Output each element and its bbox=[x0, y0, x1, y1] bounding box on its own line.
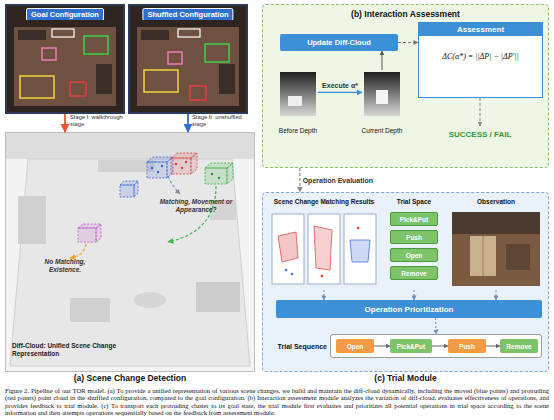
node-text: Before Depth bbox=[270, 127, 326, 134]
depth-panel: Before Depth bbox=[278, 70, 318, 134]
node-text: Pick&Put bbox=[397, 343, 426, 350]
node-text: Assessment bbox=[419, 23, 542, 36]
operation-box: Remove bbox=[390, 266, 438, 280]
node-text: Shuffled Configuration bbox=[142, 8, 233, 21]
image-panel: Goal Configuration bbox=[5, 4, 125, 114]
node-text: Open bbox=[347, 343, 364, 350]
result-text: SUCCESS / FAIL bbox=[420, 130, 540, 139]
room-render bbox=[6, 133, 254, 371]
connector-arrow bbox=[318, 92, 362, 93]
node-text: Push bbox=[459, 343, 475, 350]
operation-box: Open bbox=[336, 339, 374, 353]
node-text: (b) Interaction Assessment bbox=[263, 5, 548, 19]
connector-arrow bbox=[414, 290, 415, 300]
node-text: Trial Sequence bbox=[278, 343, 327, 350]
connector-arrow bbox=[299, 168, 300, 192]
callout-text: Matching, Movement or Appearance? bbox=[150, 198, 242, 214]
node-text: (c) Trial Module bbox=[263, 373, 548, 383]
process-box: Update Diff-Cloud bbox=[280, 34, 398, 51]
stage-label: Stage I: walkthrough stage bbox=[70, 114, 128, 128]
depth-panel: Current Depth bbox=[362, 70, 402, 134]
node-text: Update Diff-Cloud bbox=[307, 38, 371, 47]
connector-arrow bbox=[398, 42, 418, 43]
connector-arrow bbox=[374, 346, 390, 347]
stage-label: Stage II: unshuffled stage bbox=[192, 114, 252, 128]
node-text: Current Depth bbox=[354, 127, 410, 134]
node-text: Goal Configuration bbox=[26, 8, 104, 21]
callout-text: Diff-Cloud: Unified Scene Change Represe… bbox=[12, 342, 142, 358]
module-panel: (b) Interaction AssessmentUpdate Diff-Cl… bbox=[262, 4, 549, 168]
results-panel: Scene Change Matching Results bbox=[268, 198, 380, 290]
node-text: Observation bbox=[448, 198, 544, 206]
trial-space-panel: Trial SpacePick&PutPushOpenRemove bbox=[386, 198, 442, 290]
node-text: ΔC(α*) = ||ΔP| − |ΔP′|| bbox=[419, 36, 542, 61]
connector-arrow bbox=[323, 290, 324, 300]
callout-text: No Matching, Existence. bbox=[30, 258, 100, 274]
node-text: Pick&Put bbox=[400, 216, 429, 223]
image-panel: Shuffled Configuration bbox=[128, 4, 248, 114]
operation-box: Open bbox=[390, 248, 438, 262]
module-panel: (c) Trial ModuleScene Change Matching Re… bbox=[262, 192, 549, 372]
operation-box: Pick&Put bbox=[390, 212, 438, 226]
operation-box: Remove bbox=[500, 339, 538, 353]
node-text: Remove bbox=[506, 343, 531, 350]
process-bar: Operation Prioritization bbox=[276, 300, 542, 318]
operation-box: Push bbox=[448, 339, 486, 353]
edge-label: Execute α* bbox=[322, 82, 358, 89]
node-text: Operation Prioritization bbox=[365, 305, 454, 314]
connector-arrow bbox=[486, 346, 500, 347]
operation-box: Pick&Put bbox=[390, 339, 432, 353]
connector-arrow bbox=[381, 51, 382, 70]
operation-box: Push bbox=[390, 230, 438, 244]
node-text: Scene Change Matching Results bbox=[268, 198, 380, 206]
figure-caption: Figure 2. Pipeline of our TOR model. (a)… bbox=[5, 387, 549, 417]
node-text: Trial Space bbox=[386, 198, 442, 206]
stage-panel: (a) Scene Change Detection bbox=[5, 132, 255, 372]
sequence-box: Trial SequenceOpenPick&PutPushRemove bbox=[330, 334, 542, 358]
node-text: Remove bbox=[401, 270, 426, 277]
edge-label: Operation Evaluation bbox=[303, 177, 373, 184]
node-text: (a) Scene Change Detection bbox=[6, 373, 254, 383]
assessment-box: AssessmentΔC(α*) = ||ΔP| − |ΔP′|| bbox=[418, 22, 543, 98]
connector-arrow bbox=[435, 318, 436, 334]
connector-arrow bbox=[187, 114, 189, 132]
connector-arrow bbox=[495, 290, 496, 300]
node-text: Open bbox=[406, 252, 423, 259]
observation-panel: Observation bbox=[448, 198, 544, 290]
node-text: Push bbox=[406, 234, 422, 241]
connector-arrow bbox=[64, 114, 66, 132]
connector-arrow bbox=[432, 346, 448, 347]
